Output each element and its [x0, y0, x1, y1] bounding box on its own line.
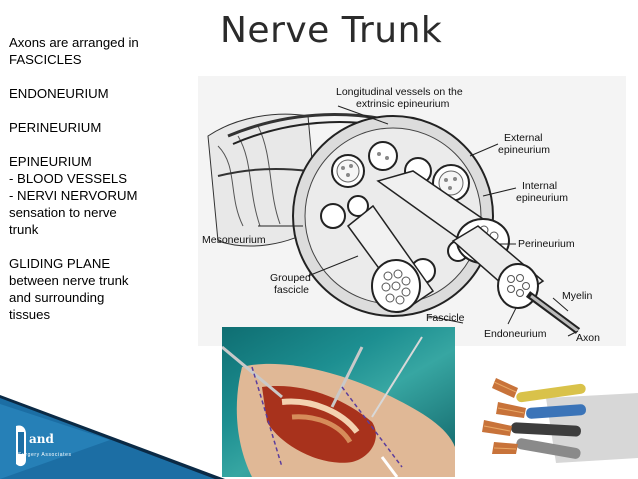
label-fascicle: Fascicle	[426, 312, 465, 324]
logo-text: and	[29, 432, 54, 446]
text-line: between nerve trunk	[9, 273, 129, 288]
text-line: EPINEURIUM	[9, 154, 92, 169]
text-line: PERINEURIUM	[9, 120, 102, 135]
label-grouped-fascicle: Grouped	[270, 272, 311, 284]
left-text-column: Axons are arranged in FASCICLES ENDONEUR…	[9, 34, 189, 323]
label-external-epineurium: External	[504, 132, 543, 144]
label-mesoneurium: Mesoneurium	[202, 234, 266, 246]
label-longitudinal-vessels: Longitudinal vessels on the	[336, 86, 463, 98]
label-axon: Axon	[576, 332, 600, 344]
nerve-illustration	[207, 105, 581, 337]
text-line: - NERVI NERVORUM	[9, 188, 138, 203]
label-external-epineurium-2: epineurium	[498, 144, 550, 156]
surgery-photo	[222, 327, 455, 477]
label-longitudinal-vessels-2: extrinsic epineurium	[356, 98, 450, 110]
text-line: ENDONEURIUM	[9, 86, 109, 101]
text-line: Axons are arranged in	[9, 35, 139, 50]
text-line: trunk	[9, 222, 39, 237]
slide-title: Nerve Trunk	[220, 10, 443, 51]
text-line: sensation to nerve	[9, 205, 117, 220]
text-line: and surrounding	[9, 290, 105, 305]
logo-subtext: Surgery Associates	[18, 452, 72, 458]
text-line: FASCICLES	[9, 52, 82, 67]
text-line: GLIDING PLANE	[9, 256, 111, 271]
label-grouped-fascicle-2: fascicle	[274, 284, 310, 296]
label-internal-epineurium-2: epineurium	[516, 192, 568, 204]
cable-photo	[456, 358, 638, 479]
label-internal-epineurium: Internal	[522, 180, 558, 192]
text-line: - BLOOD VESSELS	[9, 171, 127, 186]
label-endoneurium: Endoneurium	[484, 328, 547, 340]
text-line: tissues	[9, 307, 51, 322]
label-myelin: Myelin	[562, 290, 593, 302]
nerve-trunk-diagram: Longitudinal vessels on the extrinsic ep…	[198, 76, 626, 346]
label-perineurium: Perineurium	[518, 238, 575, 250]
hand-surgery-logo	[16, 425, 26, 467]
